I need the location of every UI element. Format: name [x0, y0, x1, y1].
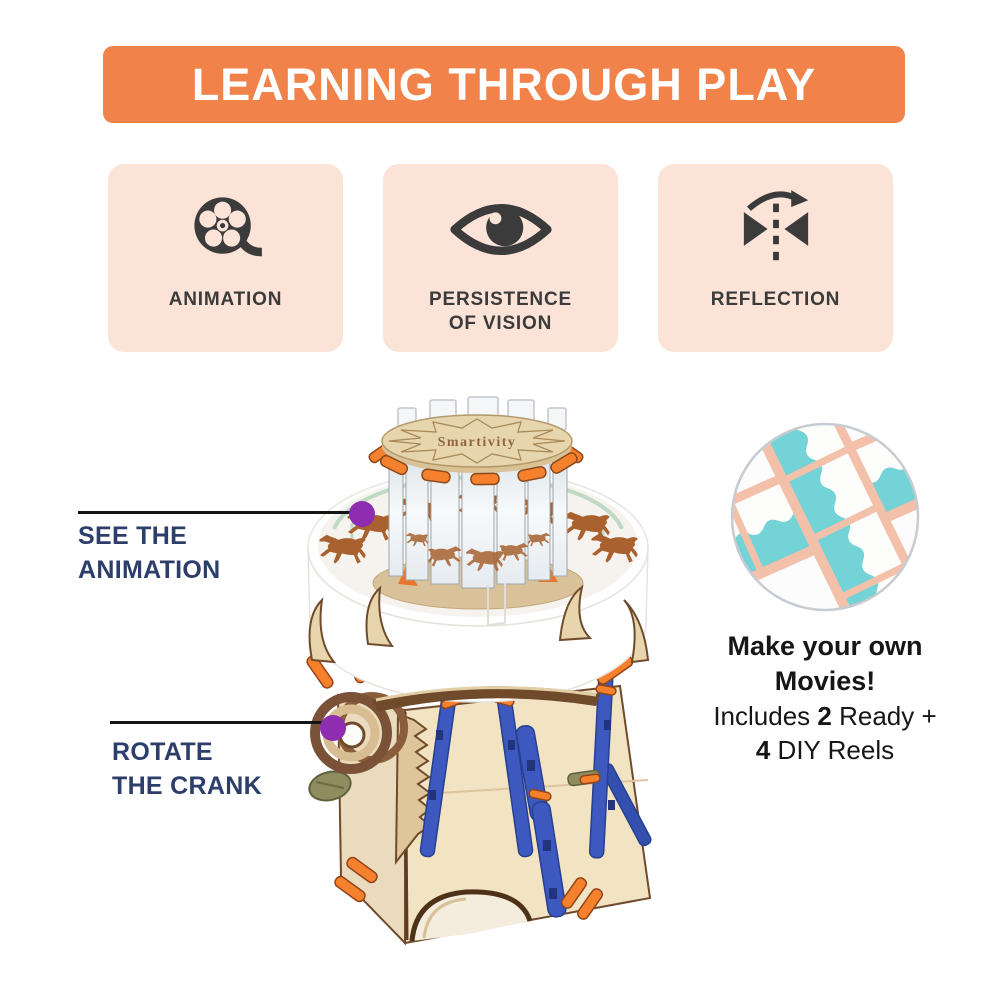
- drum-front-wall: [307, 547, 649, 703]
- feature-card-reflection: REFLECTION: [658, 164, 893, 352]
- wooden-base: [306, 652, 652, 946]
- film-reel-icon: [185, 170, 267, 288]
- callout-see-the-animation: SEE THE ANIMATION: [78, 519, 221, 587]
- feature-label-line: REFLECTION: [710, 289, 841, 310]
- film-reel-strips-photo: [730, 422, 920, 612]
- callout-line: ROTATE: [112, 738, 213, 766]
- product-photo-praxinoscope: Smartivity: [306, 396, 652, 946]
- feature-card-persistence-of-vision: PERSISTENCE OF VISION: [383, 164, 618, 352]
- feature-label-animation: ANIMATION: [169, 288, 282, 312]
- includes-reels-text: Includes 2 Ready + 4 DIY Reels: [680, 699, 970, 767]
- connector-line-animation: [78, 511, 363, 514]
- lid-clips: [379, 452, 578, 486]
- banner-title: LEARNING THROUGH PLAY: [191, 58, 817, 110]
- blue-linkage-sticks: [419, 673, 652, 918]
- lid-engraving-pattern: [388, 418, 566, 464]
- includes-line-2: 4 DIY Reels: [755, 735, 895, 765]
- callout-line: ANIMATION: [78, 556, 221, 584]
- eye-icon: [449, 170, 553, 288]
- side-support-wings: [308, 584, 650, 664]
- heading-line: Make your own: [727, 631, 923, 661]
- feature-label-reflection: REFLECTION: [711, 288, 840, 312]
- make-your-own-movies-heading: Make your own Movies!: [680, 629, 970, 699]
- arch-opening: [412, 891, 530, 941]
- wooden-lid: Smartivity: [368, 414, 584, 486]
- right-panel-text: Make your own Movies! Includes 2 Ready +…: [680, 629, 970, 767]
- feature-label-line: ANIMATION: [168, 289, 283, 310]
- feature-label-line: OF VISION: [448, 313, 553, 334]
- lid-brand-engraving: Smartivity: [438, 435, 517, 450]
- callout-dot-crank: [320, 715, 346, 741]
- feature-label-line: PERSISTENCE: [429, 289, 572, 310]
- includes-line-1: Includes 2 Ready +: [713, 701, 937, 731]
- feature-card-animation: ANIMATION: [108, 164, 343, 352]
- film-reel-icon-svg: [193, 197, 262, 257]
- callout-dot-animation: [349, 501, 375, 527]
- callout-line: THE CRANK: [112, 772, 262, 800]
- feature-label-persistence: PERSISTENCE OF VISION: [429, 288, 572, 336]
- heading-line: Movies!: [774, 666, 876, 696]
- callout-line: SEE THE: [78, 522, 188, 550]
- eye-icon-svg: [449, 203, 552, 255]
- reflection-symmetry-icon: [732, 170, 820, 288]
- banner: LEARNING THROUGH PLAY: [103, 46, 905, 123]
- callout-rotate-the-crank: ROTATE THE CRANK: [112, 735, 262, 803]
- connector-line-crank: [110, 721, 335, 724]
- reflection-icon-svg: [743, 190, 808, 263]
- photo-circle-border: [730, 422, 920, 612]
- animation-drum: [307, 449, 649, 703]
